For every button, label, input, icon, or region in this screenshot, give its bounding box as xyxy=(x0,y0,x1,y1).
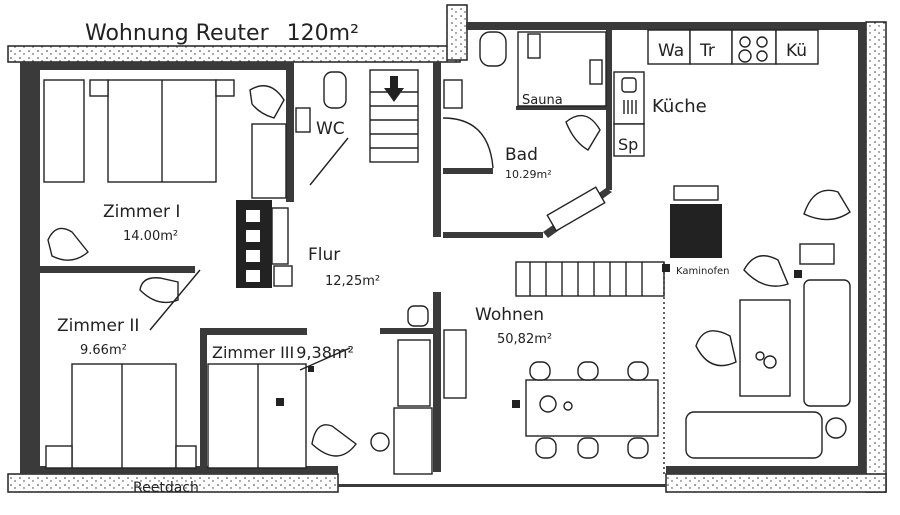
zimmer-2-furniture xyxy=(45,269,201,469)
appliance-label-sp: Sp xyxy=(618,135,638,154)
room-area-bad: 10.29m² xyxy=(505,168,552,181)
room-label-sauna: Sauna xyxy=(522,93,563,108)
kitchen-units xyxy=(613,29,819,157)
exterior-stipple xyxy=(7,4,887,493)
appliance-label-wa: Wa xyxy=(658,41,684,61)
bad-fixtures xyxy=(442,31,607,232)
room-label-kueche: Küche xyxy=(652,96,707,117)
room-area-flur: 12,25m² xyxy=(325,274,380,289)
room-label-flur: Flur xyxy=(308,245,340,265)
room-area-wohnen: 50,82m² xyxy=(497,332,552,347)
room-label-zimmer-2: Zimmer II xyxy=(57,316,139,336)
zimmer-1-furniture xyxy=(43,79,293,288)
zimmer-3-furniture xyxy=(207,305,433,475)
room-area-zimmer-1: 14.00m² xyxy=(123,229,178,244)
reetdach-label: Reetdach xyxy=(133,480,199,496)
room-label-wohnen: Wohnen xyxy=(475,305,544,325)
stairs-down-arrow-icon xyxy=(384,76,404,102)
room-area-zimmer-2: 9.66m² xyxy=(80,343,127,358)
room-label-bad: Bad xyxy=(505,145,538,165)
appliance-label-tr: Tr xyxy=(699,41,715,61)
appliance-label-kue: Kü xyxy=(786,41,807,61)
room-label-zimmer-1: Zimmer I xyxy=(103,202,180,222)
wohnen-furniture xyxy=(443,185,851,474)
room-label-wc: WC xyxy=(316,119,345,139)
kaminofen-label: Kaminofen xyxy=(676,266,730,277)
